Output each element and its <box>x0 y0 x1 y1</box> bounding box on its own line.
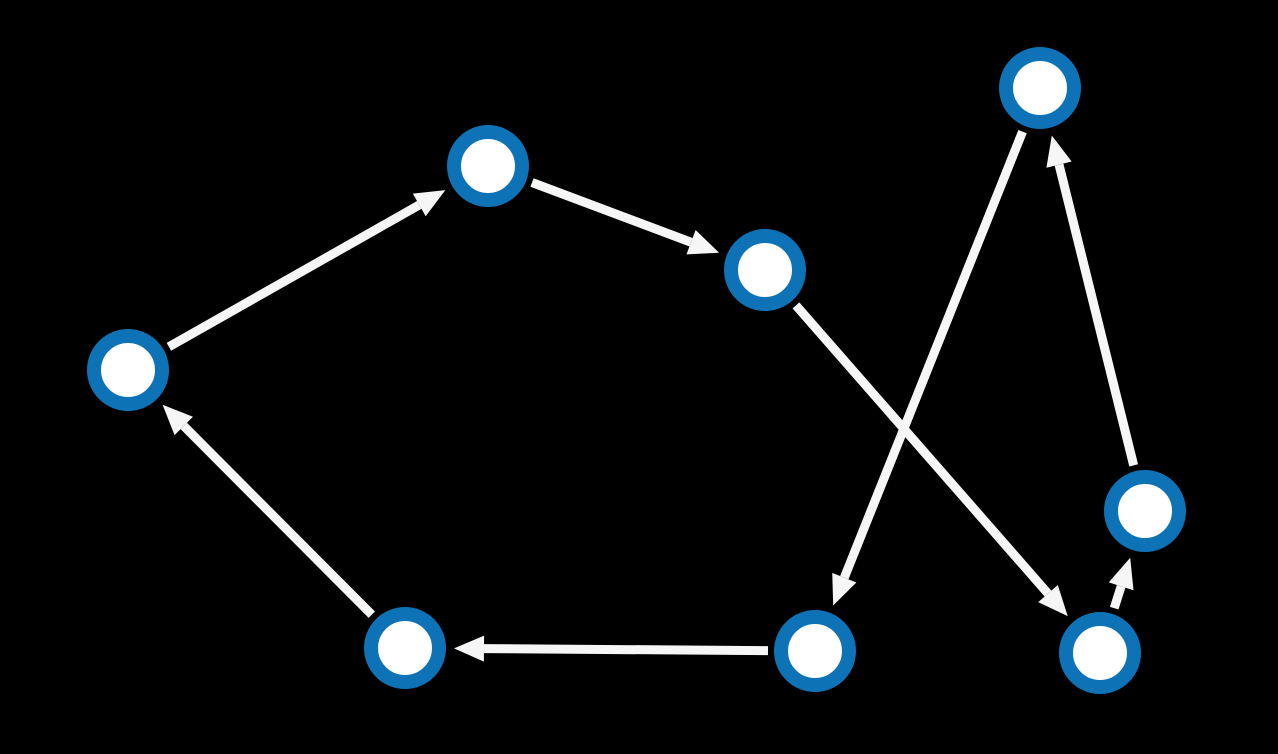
node-right-middle-ring <box>1104 470 1186 552</box>
node-upper-middle[interactable] <box>724 229 806 311</box>
edge-upper-middle-to-bottom-right-shaft <box>792 302 1052 597</box>
edge-right-middle-to-top-right <box>1046 135 1139 467</box>
node-bottom-center[interactable] <box>774 610 856 692</box>
node-bottom-center-ring <box>774 610 856 692</box>
edge-bottom-center-to-bottom-left <box>454 635 769 662</box>
edge-left-to-top-left <box>166 190 446 351</box>
edge-right-middle-to-top-right-shaft <box>1054 163 1139 467</box>
edge-bottom-right-to-right-middle <box>1108 557 1134 610</box>
edge-bottom-right-to-right-middle-arrowhead-icon <box>1108 557 1134 591</box>
edge-upper-middle-to-bottom-right-arrowhead-icon <box>1038 584 1068 617</box>
edge-bottom-center-to-bottom-left-shaft <box>483 644 769 656</box>
node-upper-middle-ring <box>724 229 806 311</box>
node-bottom-left[interactable] <box>364 607 446 689</box>
node-left[interactable] <box>87 329 169 411</box>
edge-layer <box>162 129 1139 662</box>
edge-top-right-to-bottom-center-shaft <box>840 129 1027 580</box>
node-top-left-ring <box>447 125 529 207</box>
edge-upper-middle-to-bottom-right <box>792 302 1068 617</box>
node-bottom-right-ring <box>1059 612 1141 694</box>
edge-bottom-left-to-left <box>162 404 376 618</box>
edge-bottom-right-to-right-middle-shaft <box>1109 584 1126 610</box>
edge-top-left-to-upper-middle-arrowhead-icon <box>686 230 720 255</box>
node-top-left[interactable] <box>447 125 529 207</box>
node-bottom-right[interactable] <box>1059 612 1141 694</box>
node-right-middle[interactable] <box>1104 470 1186 552</box>
edge-top-left-to-upper-middle <box>530 178 720 255</box>
edge-bottom-left-to-left-arrowhead-icon <box>162 404 193 436</box>
edge-bottom-center-to-bottom-left-arrowhead-icon <box>454 635 485 662</box>
node-bottom-left-ring <box>364 607 446 689</box>
edge-left-to-top-left-shaft <box>166 201 422 351</box>
edge-top-left-to-upper-middle-shaft <box>530 178 693 247</box>
edge-top-right-to-bottom-center <box>832 129 1027 606</box>
edge-right-middle-to-top-right-arrowhead-icon <box>1046 135 1072 168</box>
node-left-ring <box>87 329 169 411</box>
node-layer <box>87 47 1186 694</box>
edge-left-to-top-left-arrowhead-icon <box>412 190 446 217</box>
edge-top-right-to-bottom-center-arrowhead-icon <box>832 572 857 606</box>
node-top-right[interactable] <box>999 47 1081 129</box>
edge-bottom-left-to-left-shaft <box>180 422 376 618</box>
node-top-right-ring <box>999 47 1081 129</box>
